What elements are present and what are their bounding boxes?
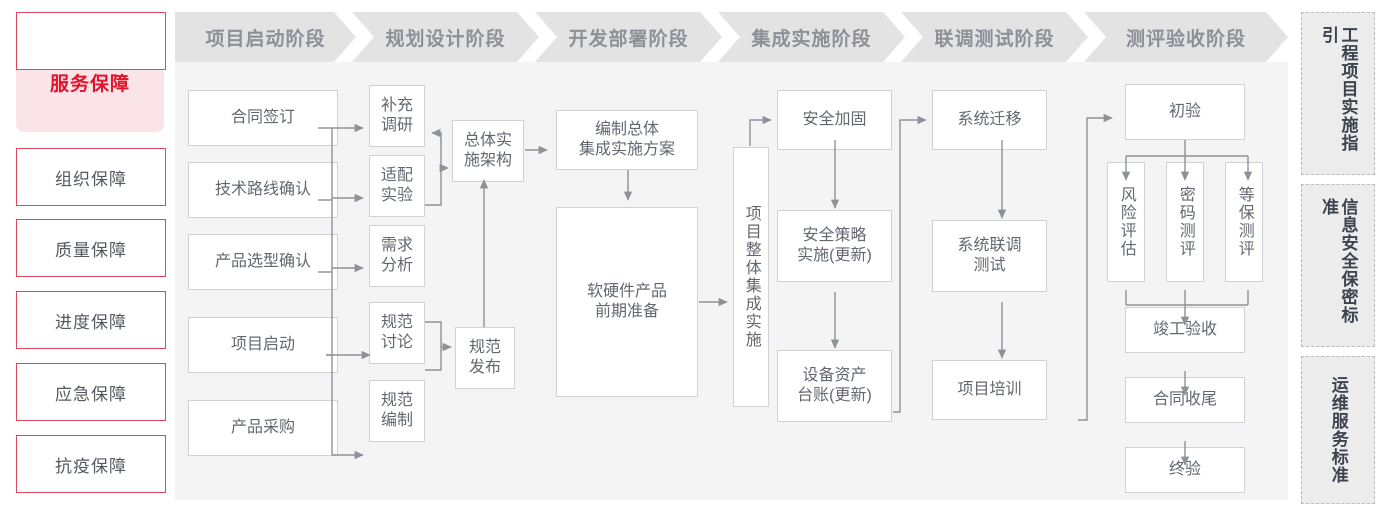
standard-information-security-label: 信息安全保密标准 (1319, 198, 1358, 324)
node-security-policy-line1: 安全策略 (802, 227, 867, 244)
node-product-selection[interactable]: 产品选型确认 (188, 234, 338, 290)
node-joint-test-line2: 测试 (973, 257, 1006, 274)
standards-column: 工程项目实施指引 信息安全保密标准 运维服务标准 (1301, 12, 1375, 504)
phase-header-develop[interactable]: 开发部署阶段 (535, 12, 722, 62)
phase-header-startup[interactable]: 项目启动阶段 (175, 12, 356, 62)
standard-information-security-confidentiality[interactable]: 信息安全保密标准 (1301, 184, 1375, 347)
node-tech-route-confirm[interactable]: 技术路线确认 (188, 162, 338, 218)
node-security-policy-implementation[interactable]: 安全策略 实施(更新) (777, 210, 892, 282)
phase-body-planning: 补充 调研 适配 实验 需求 分析 规范 讨论 (352, 62, 539, 500)
node-final-acceptance[interactable]: 终验 (1125, 447, 1245, 493)
guarantee-item-emergency[interactable]: 应急保障 (16, 363, 166, 421)
phase-column-develop: 开发部署阶段 编制总体 集成实施方案 软硬件产品 前期准备 (535, 12, 722, 500)
guarantee-panel: 集成实施 服务保障 组织保障 质量保障 进度保障 应急保障 抗疫保障 (16, 12, 166, 504)
phase-column-planning: 规划设计阶段 补充 调研 适配 实验 需求 分析 (352, 12, 539, 500)
node-security-policy-line2: 实施(更新) (797, 247, 872, 264)
phase-body-integration: 项目整体集成实施 安全加固 安全策略 实施(更新) 设备资产 台账(更新) (718, 62, 905, 500)
node-overall-plan-line1: 编制总体 (594, 121, 659, 138)
node-hw-sw-prep-line1: 软硬件产品 (586, 283, 667, 300)
node-spec-release[interactable]: 规范 发布 (455, 327, 515, 389)
standard-engineering-project-guide[interactable]: 工程项目实施指引 (1301, 12, 1375, 175)
node-preliminary-acceptance[interactable]: 初验 (1125, 84, 1245, 140)
node-overall-project-integration[interactable]: 项目整体集成实施 (733, 147, 769, 407)
node-spec-release-line1: 规范 (468, 339, 501, 356)
guarantee-item-quality[interactable]: 质量保障 (16, 219, 166, 277)
node-asset-ledger-line1: 设备资产 (802, 367, 867, 384)
node-requirement-analysis[interactable]: 需求 分析 (369, 225, 425, 287)
panel-title-line2: 服务保障 (49, 74, 130, 95)
node-adaptation-experiment-line1: 适配 (380, 167, 413, 184)
phase-column-startup: 项目启动阶段 合同签订 技术路线确认 产品选型确认 项目启动 产品采购 (175, 12, 356, 500)
node-overall-arch-line1: 总体实 (463, 132, 512, 149)
node-supplementary-research-line2: 调研 (380, 117, 413, 134)
node-project-kickoff[interactable]: 项目启动 (188, 317, 338, 373)
phase-column-acceptance: 测评验收阶段 初验 风险评估 密码测评 等保测评 竣工验收 合同收尾 终验 (1084, 12, 1288, 500)
node-overall-integration-plan[interactable]: 编制总体 集成实施方案 (556, 110, 698, 170)
node-risk-assessment[interactable]: 风险评估 (1107, 162, 1145, 282)
phase-body-startup: 合同签订 技术路线确认 产品选型确认 项目启动 产品采购 (175, 62, 356, 500)
node-adaptation-experiment[interactable]: 适配 实验 (369, 155, 425, 217)
node-spec-discussion[interactable]: 规范 讨论 (369, 302, 425, 364)
node-adaptation-experiment-line2: 实验 (380, 187, 413, 204)
node-requirement-analysis-line1: 需求 (380, 237, 413, 254)
node-supplementary-research-line1: 补充 (380, 97, 413, 114)
node-system-joint-debug-test[interactable]: 系统联调 测试 (932, 220, 1047, 292)
node-overall-plan-line2: 集成实施方案 (578, 141, 675, 158)
node-graded-protection-evaluation[interactable]: 等保测评 (1225, 162, 1263, 282)
phase-header-acceptance[interactable]: 测评验收阶段 (1084, 12, 1288, 62)
guarantee-item-spacer (16, 12, 166, 70)
phase-body-develop: 编制总体 集成实施方案 软硬件产品 前期准备 (535, 62, 722, 500)
node-password-evaluation[interactable]: 密码测评 (1166, 162, 1204, 282)
standard-ops-maintenance-service[interactable]: 运维服务标准 (1301, 356, 1375, 504)
node-hw-sw-preparation[interactable]: 软硬件产品 前期准备 (556, 207, 698, 397)
node-spec-drafting-line1: 规范 (380, 392, 413, 409)
phase-header-testing[interactable]: 联调测试阶段 (901, 12, 1088, 62)
phase-column-testing: 联调测试阶段 系统迁移 系统联调 测试 项目培训 (901, 12, 1088, 500)
guarantee-item-organization[interactable]: 组织保障 (16, 148, 166, 206)
phase-body-testing: 系统迁移 系统联调 测试 项目培训 (901, 62, 1088, 500)
node-spec-discussion-line1: 规范 (380, 314, 413, 331)
node-completion-acceptance[interactable]: 竣工验收 (1125, 307, 1245, 353)
node-product-purchase[interactable]: 产品采购 (188, 400, 338, 456)
node-equipment-asset-ledger[interactable]: 设备资产 台账(更新) (777, 350, 892, 422)
phase-header-integration[interactable]: 集成实施阶段 (718, 12, 905, 62)
node-overall-arch-line2: 施架构 (463, 152, 512, 169)
node-spec-discussion-line2: 讨论 (380, 334, 413, 351)
node-spec-drafting-line2: 编制 (380, 412, 413, 429)
node-security-hardening[interactable]: 安全加固 (777, 90, 892, 150)
node-requirement-analysis-line2: 分析 (380, 257, 413, 274)
phase-column-integration: 集成实施阶段 项目整体集成实施 安全加固 安全策略 实施(更新) 设备资产 台账… (718, 12, 905, 500)
standard-ops-maintenance-label: 运维服务标准 (1328, 376, 1348, 484)
standard-engineering-project-guide-label: 工程项目实施指引 (1319, 26, 1358, 152)
node-hw-sw-prep-line2: 前期准备 (594, 303, 659, 320)
node-system-migration[interactable]: 系统迁移 (932, 90, 1047, 150)
node-spec-release-line2: 发布 (468, 359, 501, 376)
guarantee-item-schedule[interactable]: 进度保障 (16, 291, 166, 349)
node-contract-signing[interactable]: 合同签订 (188, 90, 338, 146)
node-joint-test-line1: 系统联调 (957, 237, 1022, 254)
guarantee-item-epidemic[interactable]: 抗疫保障 (16, 435, 166, 493)
node-project-training[interactable]: 项目培训 (932, 360, 1047, 420)
phase-header-planning[interactable]: 规划设计阶段 (352, 12, 539, 62)
phase-body-acceptance: 初验 风险评估 密码测评 等保测评 竣工验收 合同收尾 终验 (1084, 62, 1288, 500)
node-overall-implementation-architecture[interactable]: 总体实 施架构 (452, 120, 524, 182)
node-contract-closure[interactable]: 合同收尾 (1125, 377, 1245, 423)
node-spec-drafting[interactable]: 规范 编制 (369, 380, 425, 442)
node-supplementary-research[interactable]: 补充 调研 (369, 85, 425, 147)
node-asset-ledger-line2: 台账(更新) (797, 387, 872, 404)
